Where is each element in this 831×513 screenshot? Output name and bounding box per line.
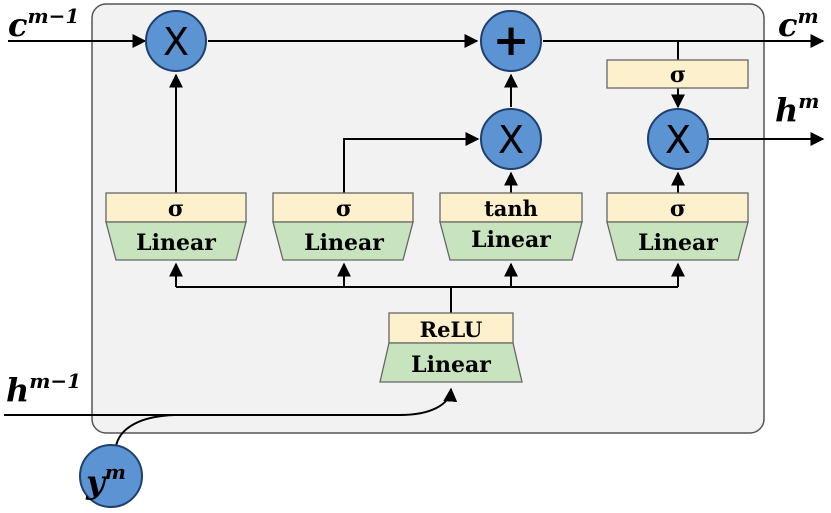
multiply-symbol: X	[665, 118, 691, 162]
connections	[4, 34, 825, 447]
gate2-up-line	[343, 132, 480, 193]
gate-1-activation: σ	[168, 196, 184, 222]
gate-3-activation-box	[439, 192, 583, 223]
gate-3-activation: tanh	[484, 196, 538, 221]
gate-2-activation-box	[272, 192, 414, 223]
gate-4-linear-box	[606, 221, 749, 261]
gate-3: tanh Linear	[439, 192, 583, 261]
h-prev-label: hm−1	[6, 369, 81, 409]
h-out-label: hm	[775, 89, 819, 129]
gate-3-layer: Linear	[471, 227, 551, 253]
cell-sigma-label: σ	[670, 62, 686, 88]
cell-container	[91, 3, 765, 434]
multiply-symbol: X	[498, 118, 524, 162]
add-node: +	[480, 10, 542, 72]
encoder-block: ReLU Linear	[379, 312, 523, 383]
gate-2-linear-box	[272, 221, 414, 261]
gate-2-layer: Linear	[304, 230, 384, 256]
gate-1-layer: Linear	[136, 230, 216, 256]
encoder-activation: ReLU	[420, 317, 483, 342]
gate-3-linear-box	[439, 221, 583, 261]
multiply-node-input: X	[480, 108, 542, 170]
multiply-node-forget: X	[145, 10, 207, 72]
gate-4: σ Linear	[606, 192, 749, 261]
gate-1-linear-box	[105, 221, 247, 261]
gate-4-activation-box	[606, 192, 749, 223]
cell-sigma: σ	[606, 59, 749, 89]
y-label: ym	[85, 460, 126, 501]
multiply-symbol: X	[163, 20, 189, 64]
y-line	[115, 414, 176, 447]
gate-4-activation: σ	[670, 196, 686, 222]
c-out-label: cm	[778, 4, 819, 44]
encoder-linear-box	[379, 342, 523, 383]
multiply-node-output: X	[647, 108, 709, 170]
gate-2-activation: σ	[336, 196, 352, 222]
encoder-layer: Linear	[411, 352, 491, 378]
gate-1: σ Linear	[105, 192, 247, 261]
add-symbol: +	[493, 15, 530, 66]
gate-4-layer: Linear	[638, 230, 718, 256]
y-input-node: ym	[79, 444, 143, 508]
encoder-activation-box	[388, 312, 514, 344]
c-prev-label: cm−1	[8, 4, 79, 44]
h-prev-line	[4, 387, 458, 416]
cell-sigma-box	[606, 59, 749, 89]
gate-2: σ Linear	[272, 192, 414, 261]
